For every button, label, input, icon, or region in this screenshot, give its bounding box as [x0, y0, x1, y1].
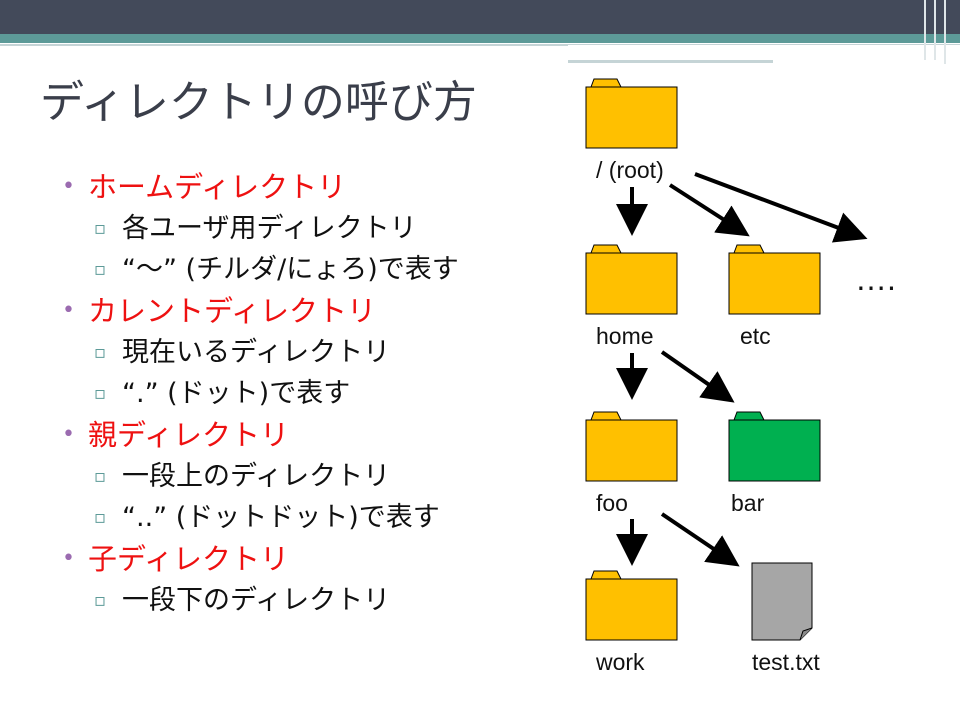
- arrow: [694, 172, 868, 243]
- bullet-home-directory: ホームディレクトリ: [60, 166, 560, 208]
- accent-line: [944, 0, 946, 64]
- sub-bullet: 現在いるディレクトリ: [60, 332, 560, 373]
- accent-line: [568, 60, 773, 63]
- folder-etc-icon: [728, 244, 821, 315]
- accent-line: [0, 44, 568, 46]
- sub-bullet: “..” (ドットドット)で表す: [60, 497, 560, 538]
- sub-bullet: 一段下のディレクトリ: [60, 580, 560, 621]
- sub-bullet: “.” (ドット)で表す: [60, 373, 560, 414]
- folder-foo-icon: [585, 411, 678, 482]
- folder-root-icon: [585, 78, 678, 149]
- label-work: work: [595, 649, 645, 675]
- bullet-parent-directory: 親ディレクトリ: [60, 414, 560, 456]
- accent-line: [924, 0, 926, 60]
- file-icon: [751, 562, 813, 641]
- label-root: / (root): [596, 157, 664, 183]
- label-home: home: [596, 323, 654, 349]
- arrow: [668, 183, 750, 237]
- sub-bullet: “～” (チルダ/にょろ)で表す: [60, 249, 560, 290]
- bullet-current-directory: カレントディレクトリ: [60, 290, 560, 332]
- bullet-list: ホームディレクトリ 各ユーザ用ディレクトリ “～” (チルダ/にょろ)で表す カ…: [60, 166, 560, 621]
- folder-work-icon: [585, 570, 678, 641]
- folder-bar-icon: [728, 411, 821, 482]
- accent-line: [568, 44, 960, 52]
- label-etc: etc: [740, 323, 771, 349]
- folder-home-icon: [585, 244, 678, 315]
- sub-bullet: 一段上のディレクトリ: [60, 456, 560, 497]
- label-foo: foo: [596, 490, 628, 516]
- arrow: [660, 350, 735, 403]
- arrow: [660, 512, 740, 567]
- accent-line: [934, 0, 936, 60]
- header-bar: [0, 0, 960, 34]
- label-bar: bar: [731, 490, 765, 516]
- sub-bullet: 各ユーザ用ディレクトリ: [60, 208, 560, 249]
- slide-title: ディレクトリの呼び方: [40, 77, 477, 128]
- accent-bar: [0, 34, 960, 43]
- bullet-child-directory: 子ディレクトリ: [60, 538, 560, 580]
- label-file: test.txt: [752, 649, 820, 675]
- label-more: ….: [855, 261, 896, 297]
